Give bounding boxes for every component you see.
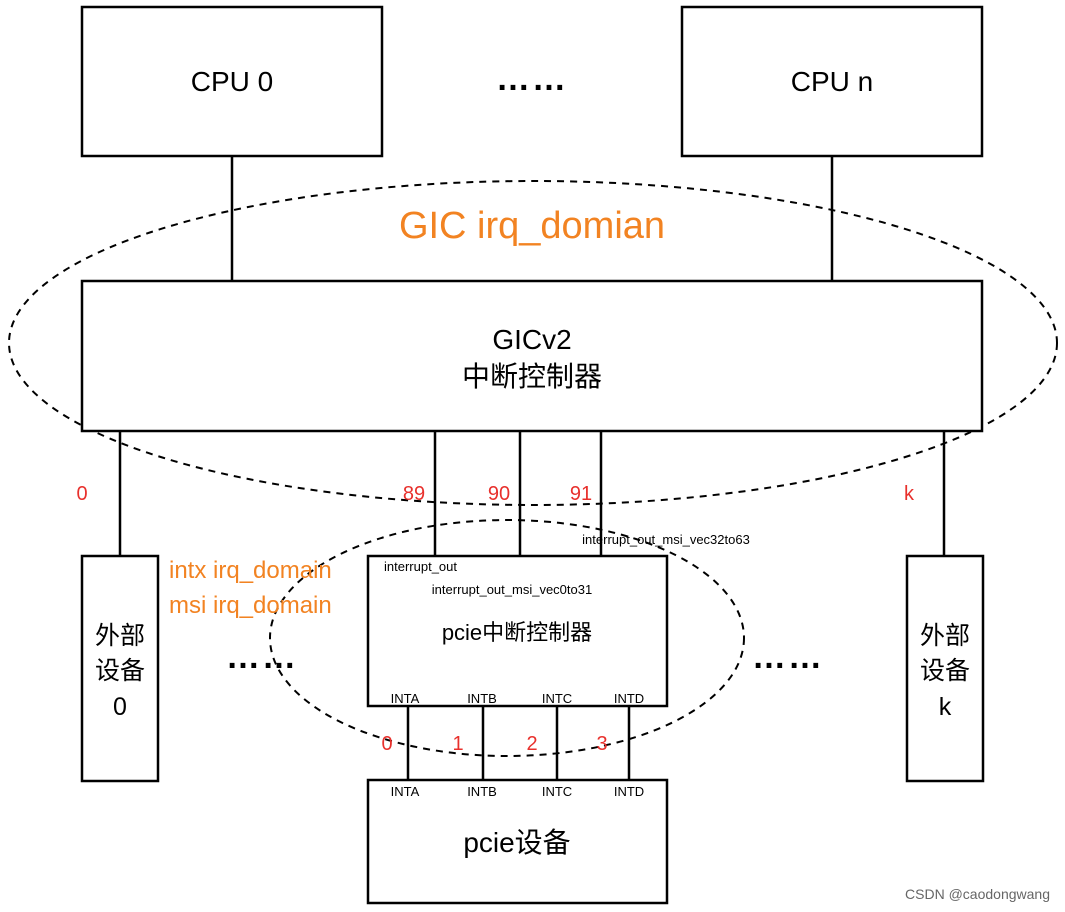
- right-device-ellipsis: ……: [752, 638, 824, 676]
- msi-domain-label: msi irq_domain: [169, 592, 332, 619]
- dev-pin-inta: INTA: [391, 784, 420, 799]
- irq-number-k: k: [904, 483, 915, 505]
- msi-vec32to63-label: interrupt_out_msi_vec32to63: [582, 532, 750, 547]
- cpun-box: [680, 5, 984, 158]
- dev-pin-intc: INTC: [542, 784, 572, 799]
- ctrl-pin-intd: INTD: [614, 691, 644, 706]
- watermark: CSDN @caodongwang: [905, 886, 1050, 902]
- pcie-device-box: [366, 778, 669, 905]
- dev-pin-intd: INTD: [614, 784, 644, 799]
- pcie-device-title: pcie设备: [463, 827, 570, 858]
- gic-subtitle: 中断控制器: [462, 361, 602, 392]
- external-device-0-line2: 设备: [95, 657, 145, 685]
- left-device-ellipsis: ……: [226, 638, 298, 676]
- intx-number-1: 1: [452, 733, 463, 755]
- msi-vec0to31-label: interrupt_out_msi_vec0to31: [432, 582, 592, 597]
- intx-domain-label: intx irq_domain: [169, 557, 332, 584]
- intx-msi-domain-ellipse: [269, 519, 745, 757]
- irq-number-90: 90: [488, 483, 510, 505]
- ctrl-pin-intb: INTB: [467, 691, 497, 706]
- external-device-k-line2: 设备: [920, 657, 970, 685]
- irq-number-0: 0: [76, 483, 87, 505]
- external-device-0-line3: 0: [113, 693, 127, 721]
- external-device-0-line1: 外部: [95, 622, 145, 650]
- external-device-k-line3: k: [939, 693, 952, 721]
- gic-box: [80, 279, 984, 433]
- external-device-k-line1: 外部: [920, 622, 970, 650]
- cpu-ellipsis: ……: [496, 60, 568, 98]
- external-device-k-box: [905, 554, 985, 783]
- ctrl-pin-inta: INTA: [391, 691, 420, 706]
- cpun-label: CPU n: [791, 66, 873, 97]
- pcie-interrupt-controller-box: [366, 554, 669, 708]
- irq-number-89: 89: [403, 483, 425, 505]
- external-device-0-box: [80, 554, 160, 783]
- gic-title: GICv2: [492, 324, 571, 355]
- ctrl-pin-intc: INTC: [542, 691, 572, 706]
- cpu0-label: CPU 0: [191, 66, 273, 97]
- gic-domain-label: GIC irq_domian: [399, 205, 665, 247]
- intx-number-0: 0: [381, 733, 392, 755]
- intx-number-3: 3: [596, 733, 607, 755]
- gic-irq-domain-ellipse: [8, 180, 1058, 506]
- irq-number-91: 91: [570, 483, 592, 505]
- interrupt-out-label: interrupt_out: [384, 559, 457, 574]
- pcie-controller-title: pcie中断控制器: [442, 620, 592, 645]
- intx-number-2: 2: [526, 733, 537, 755]
- dev-pin-intb: INTB: [467, 784, 497, 799]
